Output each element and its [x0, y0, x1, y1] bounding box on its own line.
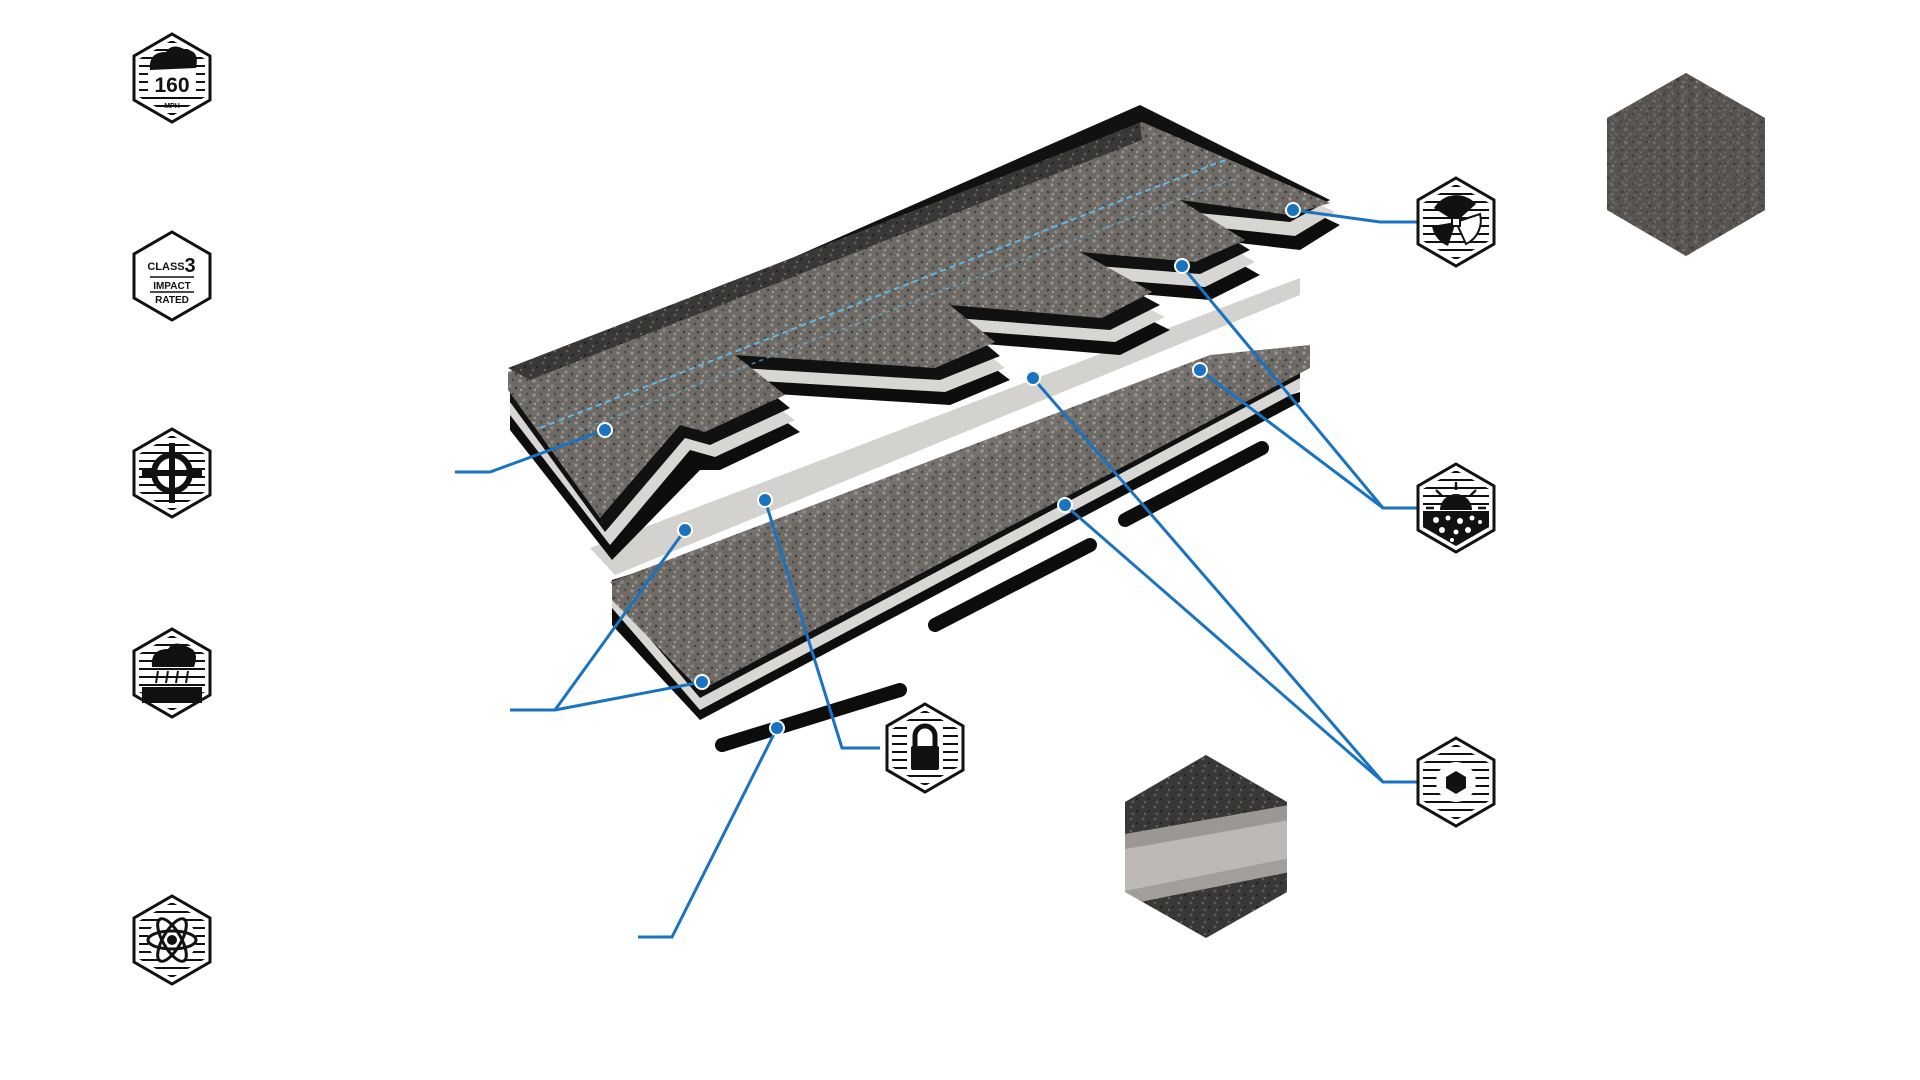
- leader-left-double-b: [554, 680, 703, 712]
- wind-speed-unit: MPH: [164, 103, 180, 110]
- nailing-guide-line: [539, 159, 1226, 429]
- padlock-icon: [885, 702, 965, 794]
- leader-hex-b: [1064, 503, 1384, 784]
- impact-line2: RATED: [155, 295, 189, 306]
- impact-line1: IMPACT: [153, 281, 191, 292]
- leader-left-top: [455, 428, 606, 474]
- atom-technology-icon: [132, 894, 212, 986]
- leader-lines: [455, 208, 1420, 939]
- layered-backing-swatch: [1125, 755, 1287, 938]
- sealant-strip-2: [928, 538, 1097, 632]
- leader-sun-b: [1199, 368, 1384, 510]
- lower-shingle-face: [610, 345, 1310, 688]
- wind-fan-icon: [1416, 176, 1496, 268]
- impact-class-number: 3: [184, 255, 195, 277]
- nail-zone-target-icon: [132, 427, 212, 519]
- impact-rated-icon: CLASS 3 IMPACT RATED: [132, 230, 212, 322]
- impact-class-label: CLASS: [147, 261, 184, 273]
- upper-shingle-top: [508, 122, 1330, 518]
- shingle-exploded-view: [508, 105, 1340, 752]
- leader-bottom: [638, 727, 779, 939]
- sealant-strip-1: [715, 683, 907, 752]
- leader-dots: [597, 202, 1301, 736]
- rain-algae-icon: [132, 627, 212, 719]
- granule-texture-swatch: [1607, 73, 1765, 256]
- leader-top-right: [1292, 208, 1420, 224]
- leader-lock: [763, 499, 880, 750]
- sun-granules-icon: [1416, 462, 1496, 554]
- nailing-guide-line-2: [579, 177, 1236, 431]
- wind-resistance-icon: 160 MPH: [132, 32, 212, 124]
- sealant-strip-3: [1118, 441, 1269, 527]
- wind-speed-number: 160: [154, 74, 189, 97]
- hexagon-granule-icon: [1416, 736, 1496, 828]
- top-dark-strip: [508, 123, 1142, 380]
